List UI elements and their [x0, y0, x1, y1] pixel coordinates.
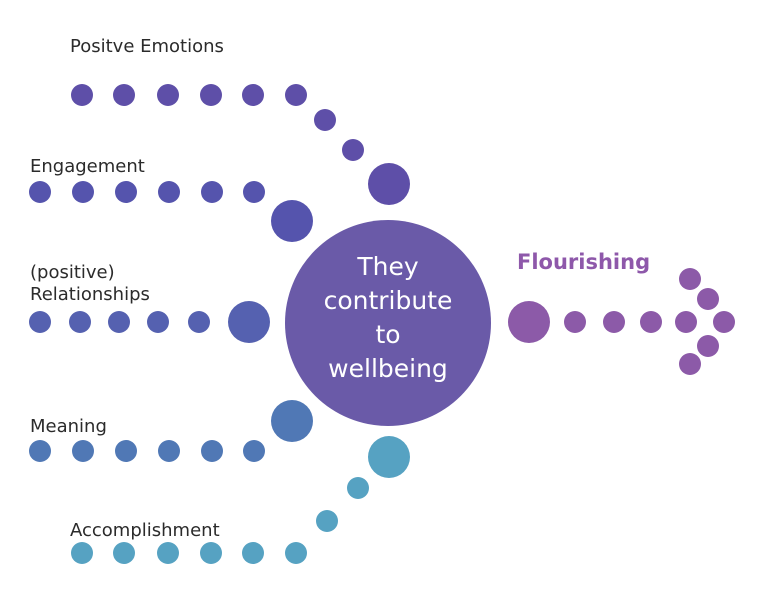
engagement-dot-1: [29, 181, 51, 203]
flourishing-label: Flourishing: [517, 250, 651, 274]
engagement-label: Engagement: [30, 156, 145, 177]
relationships-label: (positive) Relationships: [30, 262, 150, 306]
engagement-dot-path: [29, 181, 313, 242]
positive-dot-1: [71, 84, 93, 106]
positive-dot-6: [285, 84, 307, 106]
relationships-dot-3: [108, 311, 130, 333]
engagement-dot-3: [115, 181, 137, 203]
center-text-line2: contribute: [323, 286, 453, 315]
meaning-dot-1: [29, 440, 51, 462]
meaning-dot-2: [72, 440, 94, 462]
positive-dot-7: [314, 109, 336, 131]
engagement-dot-6: [243, 181, 265, 203]
flourishing-dot-1: [508, 301, 550, 343]
flourishing-arrow-dots: [508, 268, 735, 375]
positive-emotions-label: Positve Emotions: [70, 36, 224, 57]
flourishing-dot-8: [697, 288, 719, 310]
positive-dot-9: [368, 163, 410, 205]
positive-dot-2: [113, 84, 135, 106]
meaning-dot-path: [29, 400, 313, 462]
accomplishment-dot-5: [242, 542, 264, 564]
center-hub-text: They contribute to wellbeing: [286, 250, 490, 386]
meaning-dot-6: [243, 440, 265, 462]
relationships-dot-4: [147, 311, 169, 333]
relationships-dot-6: [228, 301, 270, 343]
accomplishment-dot-6: [285, 542, 307, 564]
accomplishment-dot-3: [157, 542, 179, 564]
engagement-dot-7: [271, 200, 313, 242]
accomplishment-dot-9: [368, 436, 410, 478]
accomplishment-dot-4: [200, 542, 222, 564]
positive-emotions-dot-path: [71, 84, 410, 205]
meaning-label: Meaning: [30, 416, 107, 437]
flourishing-dot-5: [675, 311, 697, 333]
meaning-dot-4: [158, 440, 180, 462]
positive-dot-3: [157, 84, 179, 106]
center-text-line3: to: [375, 320, 401, 349]
center-text-line4: wellbeing: [328, 354, 448, 383]
relationships-dot-2: [69, 311, 91, 333]
flourishing-dot-9: [697, 335, 719, 357]
flourishing-dot-3: [603, 311, 625, 333]
relationships-dot-1: [29, 311, 51, 333]
flourishing-dot-2: [564, 311, 586, 333]
meaning-dot-3: [115, 440, 137, 462]
engagement-dot-2: [72, 181, 94, 203]
relationships-dot-5: [188, 311, 210, 333]
flourishing-dot-10: [679, 353, 701, 375]
relationships-dot-path: [29, 301, 270, 343]
accomplishment-dot-2: [113, 542, 135, 564]
flourishing-dot-6: [713, 311, 735, 333]
relationships-label-line2: Relationships: [30, 284, 150, 305]
center-text-line1: They: [357, 252, 419, 281]
flourishing-dot-7: [679, 268, 701, 290]
accomplishment-label: Accomplishment: [70, 520, 220, 541]
accomplishment-dot-1: [71, 542, 93, 564]
meaning-dot-7: [271, 400, 313, 442]
center-hub-circle: [285, 220, 491, 426]
positive-dot-4: [200, 84, 222, 106]
accomplishment-dot-7: [316, 510, 338, 532]
meaning-dot-5: [201, 440, 223, 462]
accomplishment-dot-8: [347, 477, 369, 499]
positive-dot-5: [242, 84, 264, 106]
accomplishment-dot-path: [71, 436, 410, 564]
flourishing-dot-4: [640, 311, 662, 333]
relationships-label-line1: (positive): [30, 262, 115, 283]
engagement-dot-4: [158, 181, 180, 203]
positive-dot-8: [342, 139, 364, 161]
engagement-dot-5: [201, 181, 223, 203]
